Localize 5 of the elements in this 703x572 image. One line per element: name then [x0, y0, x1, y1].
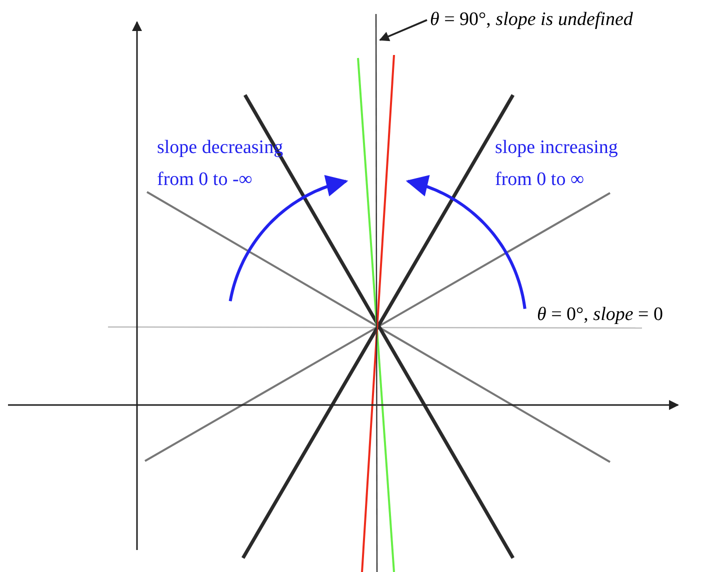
vertical-line [375, 14, 378, 572]
annotation-text: θ = 90°, slope is undefined [430, 4, 633, 36]
direction-label: slope increasing from 0 to ∞ [495, 136, 619, 192]
leader-line [379, 19, 428, 42]
annotation-text: θ = 0°, slope = 0 [537, 303, 663, 327]
